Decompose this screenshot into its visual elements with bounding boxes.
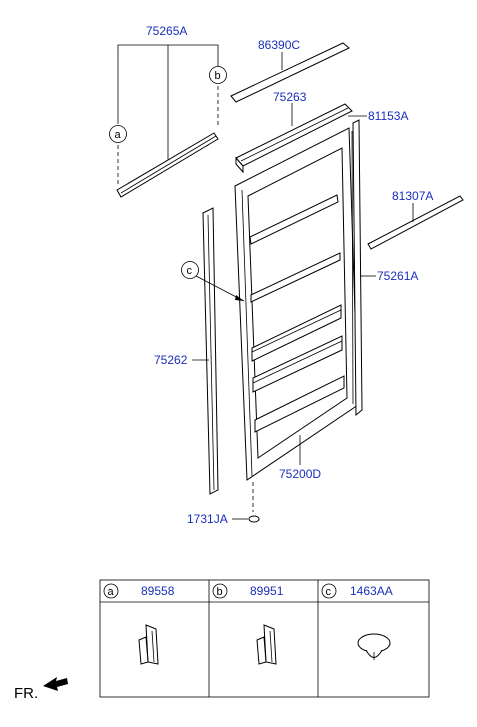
part-75265A xyxy=(116,132,219,198)
svg-text:c: c xyxy=(187,265,193,277)
clip-89558-illustration xyxy=(138,624,159,665)
part-75262 xyxy=(202,207,219,495)
part-81307A xyxy=(367,195,464,250)
callout-75265A: 75265A xyxy=(146,24,187,38)
svg-text:a: a xyxy=(108,586,115,598)
svg-text:c: c xyxy=(326,586,332,598)
legend-part-89951: 89951 xyxy=(250,584,284,598)
callout-75262: 75262 xyxy=(154,353,188,367)
front-arrow-icon xyxy=(43,677,68,691)
legend-table: a 89558 b 89951 c 1463AA xyxy=(99,579,430,698)
legend-cell-a: a 89558 xyxy=(103,583,175,599)
marker-c: c xyxy=(181,261,199,279)
marker-a: a xyxy=(109,125,127,143)
svg-text:a: a xyxy=(115,129,122,141)
part-75263 xyxy=(235,103,353,174)
svg-text:b: b xyxy=(217,586,223,598)
callout-75261A: 75261A xyxy=(377,269,418,283)
callout-1731JA: 1731JA xyxy=(187,512,228,526)
callout-75263: 75263 xyxy=(273,90,307,104)
legend-cell-b: b 89951 xyxy=(212,583,284,599)
clip-1463AA-illustration xyxy=(357,633,391,660)
part-75200D xyxy=(234,127,359,481)
part-1731JA xyxy=(248,515,260,523)
legend-part-1463AA: 1463AA xyxy=(350,584,393,598)
legend-cell-c: c 1463AA xyxy=(321,583,393,599)
part-75261A xyxy=(352,119,363,417)
part-86390C xyxy=(230,42,350,103)
clip-89951-illustration xyxy=(256,624,277,665)
svg-text:b: b xyxy=(215,70,221,82)
marker-b: b xyxy=(209,66,227,84)
direction-label: FR. xyxy=(14,685,39,702)
callout-81153A: 81153A xyxy=(368,109,408,123)
callout-81307A: 81307A xyxy=(392,189,433,203)
callout-75200D: 75200D xyxy=(279,467,321,481)
legend-part-89558: 89558 xyxy=(141,584,175,598)
callout-86390C: 86390C xyxy=(258,38,300,52)
